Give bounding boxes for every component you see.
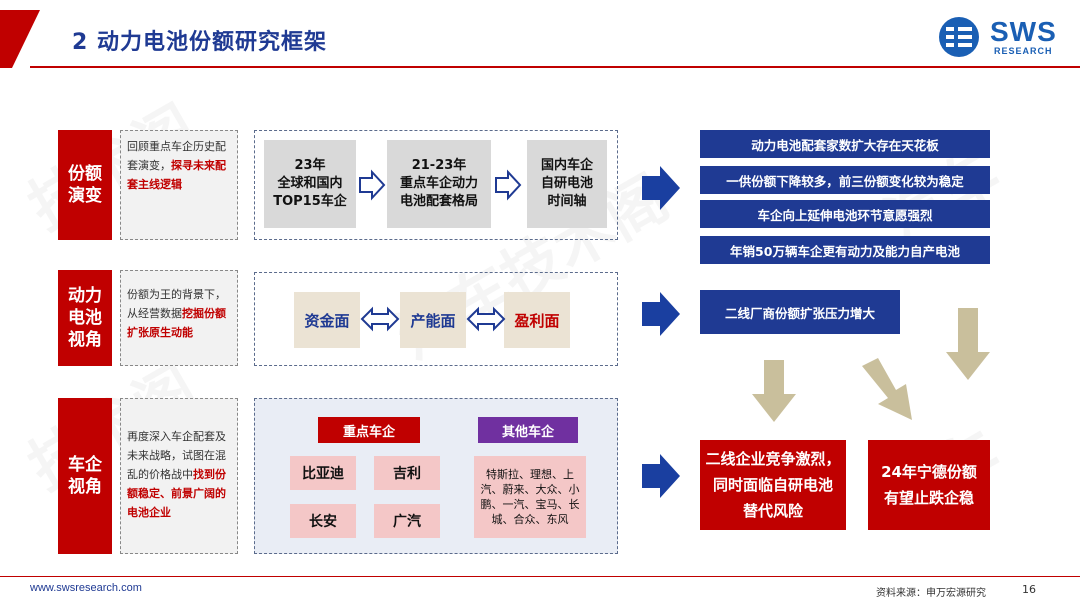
- logo-text: SWS: [990, 16, 1057, 47]
- conclusion-bar: 二线厂商份额扩张压力增大: [700, 290, 900, 334]
- card-capacity: 产能面: [400, 292, 466, 348]
- card-group: [254, 272, 618, 366]
- oem-gac: 广汽: [374, 504, 440, 538]
- card-profit: 盈利面: [504, 292, 570, 348]
- conclusion-box-catl: 24年宁德份额 有望止跌企稳: [868, 440, 990, 530]
- sws-logo: SWS RESEARCH: [936, 14, 1066, 60]
- conclusion-bar: 动力电池配套家数扩大存在天花板: [700, 130, 990, 158]
- row-description: 再度深入车企配套及未来战略，试图在混乱的价格战中找到份额稳定、前景广阔的电池企业: [120, 398, 238, 554]
- row-description: 回顾重点车企历史配套演变，探寻未来配套主线逻辑: [120, 130, 238, 240]
- card-group: [254, 130, 618, 240]
- footer-rule: [0, 576, 1080, 577]
- oem-byd: 比亚迪: [290, 456, 356, 490]
- row-label-share-evolution: 份额 演变: [58, 130, 112, 240]
- desc-highlight: 探寻未来配套主线逻辑: [127, 159, 226, 191]
- footer-website[interactable]: www.swsresearch.com: [30, 582, 142, 594]
- card-oem-battery-pattern: 21-23年 重点车企动力 电池配套格局: [387, 140, 491, 228]
- arrow-down-icon: [946, 308, 990, 380]
- header-accent: [0, 10, 64, 68]
- conclusion-bar: 一供份额下降较多，前三份额变化较为稳定: [700, 166, 990, 194]
- row-label-text: 动力 电池 视角: [68, 286, 102, 350]
- arrow-right-icon: [642, 454, 680, 498]
- row-label-oem-view: 车企 视角: [58, 398, 112, 554]
- conclusion-box-second-tier: 二线企业竞争激烈， 同时面临自研电池 替代风险: [700, 440, 846, 530]
- desc-text: 回顾重点车企历史配套演变，: [127, 140, 226, 172]
- arrow-right-icon: [642, 166, 680, 210]
- row-label-text: 份额 演变: [68, 164, 102, 206]
- row-label-text: 车企 视角: [68, 455, 102, 497]
- desc-text: 再度深入车企配套及未来战略，试图在混乱的价格战中: [127, 430, 226, 481]
- other-oem-list: 特斯拉、理想、上汽、蔚来、大众、小鹏、一汽、宝马、长城、合众、东风: [474, 456, 586, 538]
- other-oem-header: 其他车企: [478, 417, 578, 443]
- card-capital: 资金面: [294, 292, 360, 348]
- card-self-dev-timeline: 国内车企 自研电池 时间轴: [527, 140, 607, 228]
- row-label-battery-view: 动力 电池 视角: [58, 270, 112, 366]
- double-arrow-icon: [466, 306, 506, 332]
- conclusion-bar: 年销50万辆车企更有动力及能力自产电池: [700, 236, 990, 264]
- arrow-right-icon: [642, 292, 680, 336]
- arrow-down-icon: [752, 360, 796, 422]
- arrow-right-outline-icon: [495, 169, 522, 201]
- logo-mark-icon: [939, 17, 979, 57]
- logo-subtext: RESEARCH: [994, 46, 1053, 56]
- footer-source: 资料来源：申万宏源研究: [876, 588, 986, 599]
- page-title: 2 动力电池份额研究框架: [72, 30, 327, 55]
- arrow-diagonal-icon: [862, 358, 912, 420]
- conclusion-bar: 车企向上延伸电池环节意愿强烈: [700, 200, 990, 228]
- card-top15-oems: 23年 全球和国内 TOP15车企: [264, 140, 356, 228]
- header-rule: [30, 66, 1080, 68]
- desc-text: 份额为王的背景下，从经营数据: [127, 288, 226, 320]
- oem-changan: 长安: [290, 504, 356, 538]
- arrow-right-outline-icon: [359, 169, 386, 201]
- desc-highlight: 找到份额稳定、前景广阔的电池企业: [127, 468, 226, 519]
- row-description: 份额为王的背景下，从经营数据挖掘份额扩张原生动能: [120, 270, 238, 366]
- desc-highlight: 挖掘份额扩张原生动能: [127, 307, 226, 339]
- key-oem-header: 重点车企: [318, 417, 420, 443]
- page-number: 16: [1022, 583, 1036, 596]
- double-arrow-icon: [360, 306, 400, 332]
- oem-geely: 吉利: [374, 456, 440, 490]
